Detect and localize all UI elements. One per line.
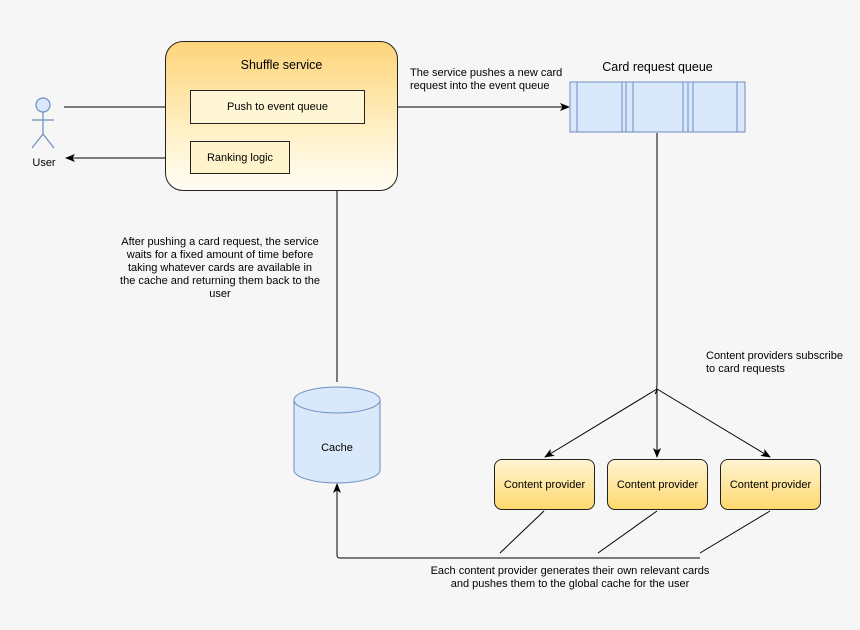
note-providers-subscribe: Content providers subscribe to card requ… <box>706 350 843 375</box>
card-request-queue <box>569 81 746 133</box>
database-cylinder-icon <box>293 386 381 484</box>
user-icon <box>31 97 55 149</box>
note-push-request: The service pushes a new card request in… <box>410 67 563 92</box>
content-provider-2: Content provider <box>607 459 708 510</box>
content-provider-3: Content provider <box>720 459 821 510</box>
arrow-to-cache <box>333 483 700 559</box>
arrow-fanout-to-provider-1 <box>544 388 658 458</box>
cache-label: Cache <box>321 442 353 454</box>
queue-title: Card request queue <box>602 60 713 74</box>
note-providers-push-cache: Each content provider generates their ow… <box>430 565 710 590</box>
user-label: User <box>32 157 56 169</box>
content-provider-1: Content provider <box>494 459 595 510</box>
note-service-waits: After pushing a card request, the servic… <box>120 236 320 300</box>
line-provider-1-to-cache <box>499 510 545 554</box>
push-to-event-queue-box: Push to event queue <box>190 90 365 124</box>
line-queue-to-fanout <box>654 133 658 395</box>
shuffle-service-title: Shuffle service <box>240 58 323 72</box>
line-provider-2-to-cache <box>597 510 658 554</box>
line-provider-3-to-cache <box>699 510 771 554</box>
ranking-logic-box: Ranking logic <box>190 141 290 174</box>
arrow-fanout-to-provider-3 <box>656 388 771 458</box>
